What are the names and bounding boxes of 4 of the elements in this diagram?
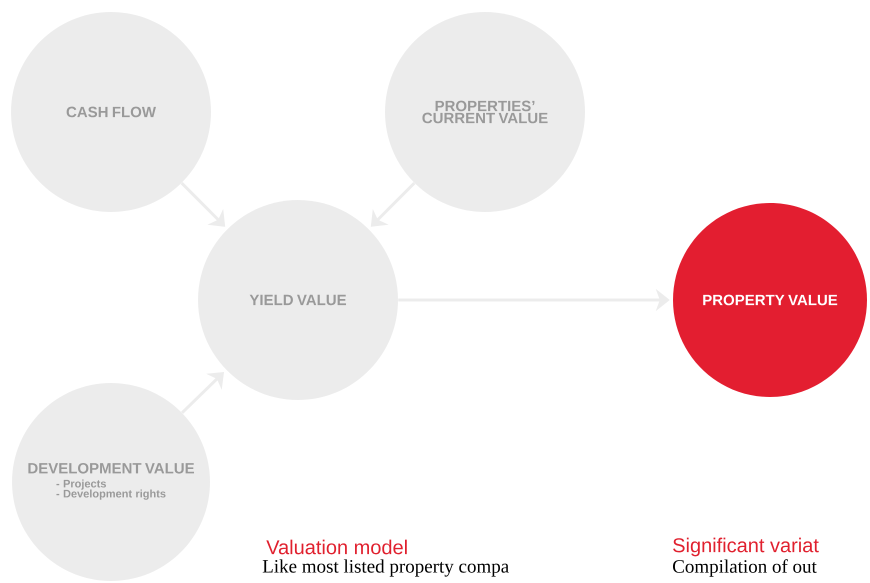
section-heading: Valuation model — [266, 540, 407, 554]
section-heading: Significant variat — [673, 538, 819, 556]
body-text: Compilation of out — [672, 559, 817, 577]
body-text: Like most listed property compa — [262, 559, 509, 577]
